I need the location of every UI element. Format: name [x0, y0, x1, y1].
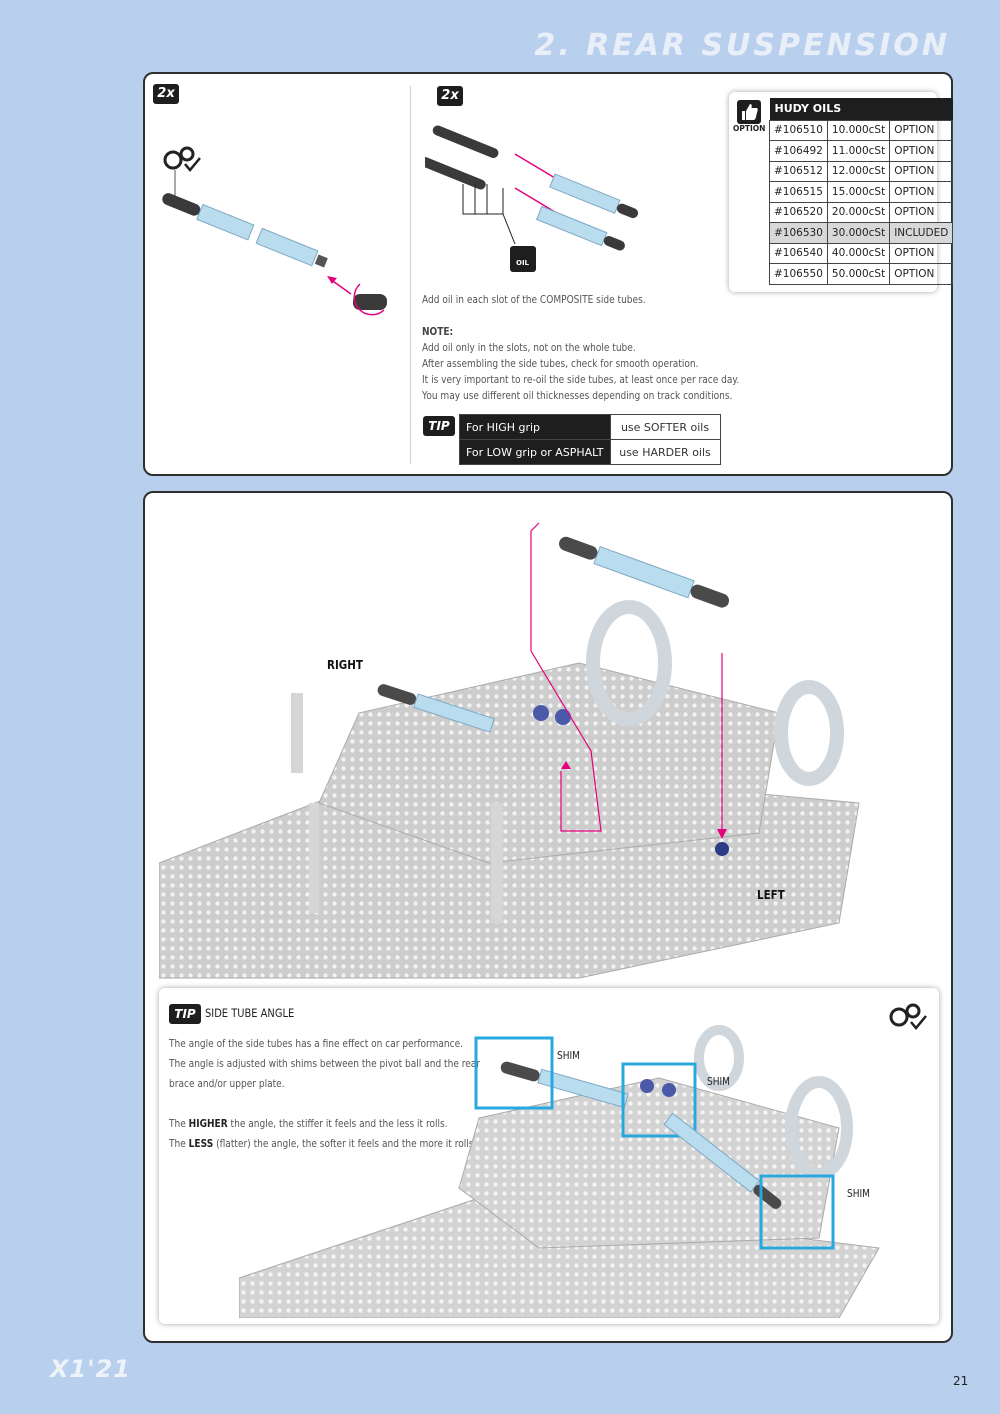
tip-higher-line: The HIGHER the angle, the stiffer it fee…: [169, 1114, 448, 1134]
oil-label: OIL: [516, 259, 530, 267]
tip-condition: For HIGH grip: [459, 414, 611, 440]
tip-title: SIDE TUBE ANGLE: [205, 1006, 295, 1020]
shim-label: SHIM: [707, 1076, 730, 1088]
product-logo: X1'21: [50, 1355, 131, 1383]
page-title: 2. REAR SUSPENSION: [534, 28, 950, 63]
note-line: You may use different oil thicknesses de…: [422, 390, 733, 402]
side-tube-assembly-illustration: [162, 146, 387, 316]
oil-status: OPTION: [889, 263, 954, 285]
tip-text: The: [169, 1118, 189, 1130]
tip-text: The: [169, 1138, 189, 1150]
tip-advice: use HARDER oils: [609, 439, 721, 465]
oil-part: #106492: [769, 140, 828, 162]
chassis-illustration: [159, 522, 860, 979]
tip-line: The angle is adjusted with shims between…: [169, 1058, 481, 1070]
oil-viscosity: 50.000cSt: [826, 263, 891, 285]
oils-table-title: HUDY OILS: [769, 98, 953, 120]
oil-status: OPTION: [889, 181, 954, 203]
tip-badge: TIP: [169, 1004, 201, 1024]
oil-viscosity: 40.000cSt: [826, 242, 891, 264]
shim-label: SHIM: [557, 1050, 580, 1062]
note-line: After assembling the side tubes, check f…: [422, 358, 699, 370]
page-number: 21: [953, 1374, 969, 1388]
note-title: NOTE:: [422, 326, 454, 338]
oil-part: #106515: [769, 181, 828, 203]
step-panel-side-tubes: 2x 2x: [143, 72, 954, 476]
oil-viscosity: 12.000cSt: [826, 160, 891, 182]
oil-part: #106512: [769, 160, 828, 182]
oil-status: OPTION: [889, 140, 954, 162]
tip-line: brace and/or upper plate.: [169, 1078, 285, 1090]
shim-detail-illustration: [239, 1025, 880, 1318]
oil-part: #106550: [769, 263, 828, 285]
panel-divider: [410, 86, 411, 464]
oiling-illustration: [425, 125, 639, 251]
table-row: For LOW grip or ASPHALT use HARDER oils: [459, 439, 721, 465]
quantity-badge-left: 2x: [153, 84, 179, 104]
tip-condition: For LOW grip or ASPHALT: [459, 439, 611, 465]
thumbs-up-icon: [737, 100, 761, 124]
note-line: Add oil only in the slots, not on the wh…: [422, 342, 636, 354]
option-label: OPTION: [733, 124, 766, 133]
oil-viscosity: 10.000cSt: [826, 119, 891, 141]
side-tube-angle-tip: TIP SIDE TUBE ANGLE The angle of the sid…: [159, 988, 939, 1324]
tip-emphasis: LESS: [188, 1138, 214, 1150]
oil-viscosity: 20.000cSt: [826, 201, 891, 223]
tools-icon: [163, 146, 201, 196]
shim-label: SHIM: [847, 1188, 870, 1200]
note-line: It is very important to re-oil the side …: [422, 374, 740, 386]
tip-badge: TIP: [423, 416, 455, 436]
oil-part: #106520: [769, 201, 828, 223]
tip-text: the angle, the stiffer it feels and the …: [227, 1118, 448, 1130]
oil-part: #106510: [769, 119, 828, 141]
oil-part: #106530: [769, 222, 828, 244]
tip-less-line: The LESS (flatter) the angle, the softer…: [169, 1134, 476, 1154]
left-label: LEFT: [757, 888, 785, 902]
grip-tip-table: For HIGH grip use SOFTER oils For LOW gr…: [459, 414, 721, 465]
quantity-badge-right: 2x: [437, 86, 463, 106]
step-panel-installation: RIGHT LEFT TIP SIDE TUBE ANGLE The angle…: [143, 491, 953, 1343]
oil-viscosity: 11.000cSt: [826, 140, 891, 162]
oil-bottle-icon: OIL: [510, 246, 536, 272]
oil-viscosity: 30.000cSt: [826, 222, 891, 244]
oil-part: #106540: [769, 242, 828, 264]
oil-status: OPTION: [889, 242, 954, 264]
oil-viscosity: 15.000cSt: [826, 181, 891, 203]
tip-emphasis: HIGHER: [188, 1118, 228, 1130]
oil-status: OPTION: [889, 201, 954, 223]
instruction-text: Add oil in each slot of the COMPOSITE si…: [422, 294, 646, 306]
oil-status: OPTION: [889, 119, 954, 141]
tip-text: (flatter) the angle, the softer it feels…: [213, 1138, 477, 1150]
oil-status: INCLUDED: [889, 222, 954, 244]
table-row: For HIGH grip use SOFTER oils: [459, 414, 721, 440]
tip-line: The angle of the side tubes has a fine e…: [169, 1038, 464, 1050]
tools-icon: [889, 1003, 927, 1030]
oil-status: OPTION: [889, 160, 954, 182]
right-label: RIGHT: [327, 658, 363, 672]
tip-advice: use SOFTER oils: [609, 414, 721, 440]
